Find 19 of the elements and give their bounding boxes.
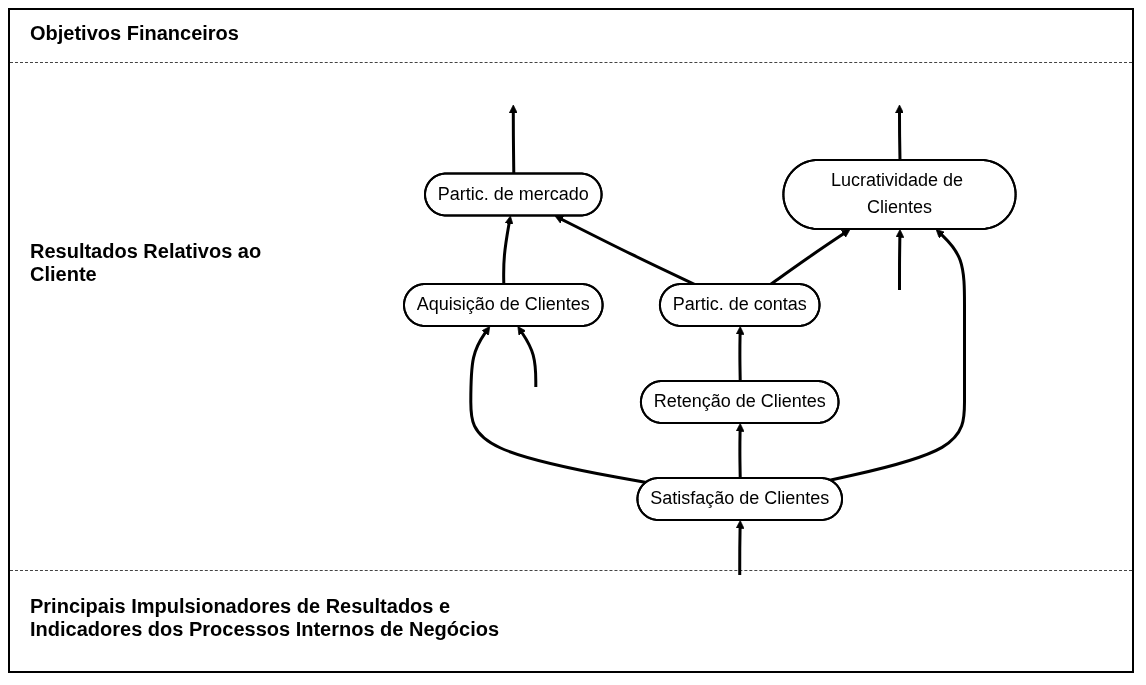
ellipse-node: Lucratividade de Clientes [782,159,1017,230]
arrow [829,229,967,482]
ellipse-node: Satisfação de Clientes [636,477,844,521]
arrow [502,215,514,285]
arrow [509,104,518,175]
ellipse-node: Retenção de Clientes [640,380,840,424]
ellipse-node: Aquisição de Clientes [403,283,604,327]
arrow [469,326,647,485]
band-label: Principais Impulsionadores de Resultados e Indicadores dos Processos Internos de Negócios [30,595,501,641]
arrow [735,326,745,382]
band-label: Objetivos Financeiros [30,22,239,45]
arrow [735,423,745,479]
ellipse-node: Partic. de mercado [424,172,603,217]
ellipse-node: Partic. de contas [659,283,821,327]
arrow [735,520,745,575]
arrow [895,229,905,290]
band-label: Resultados Relativos ao Cliente [30,240,263,286]
arrow [895,104,905,161]
arrow [517,326,538,387]
